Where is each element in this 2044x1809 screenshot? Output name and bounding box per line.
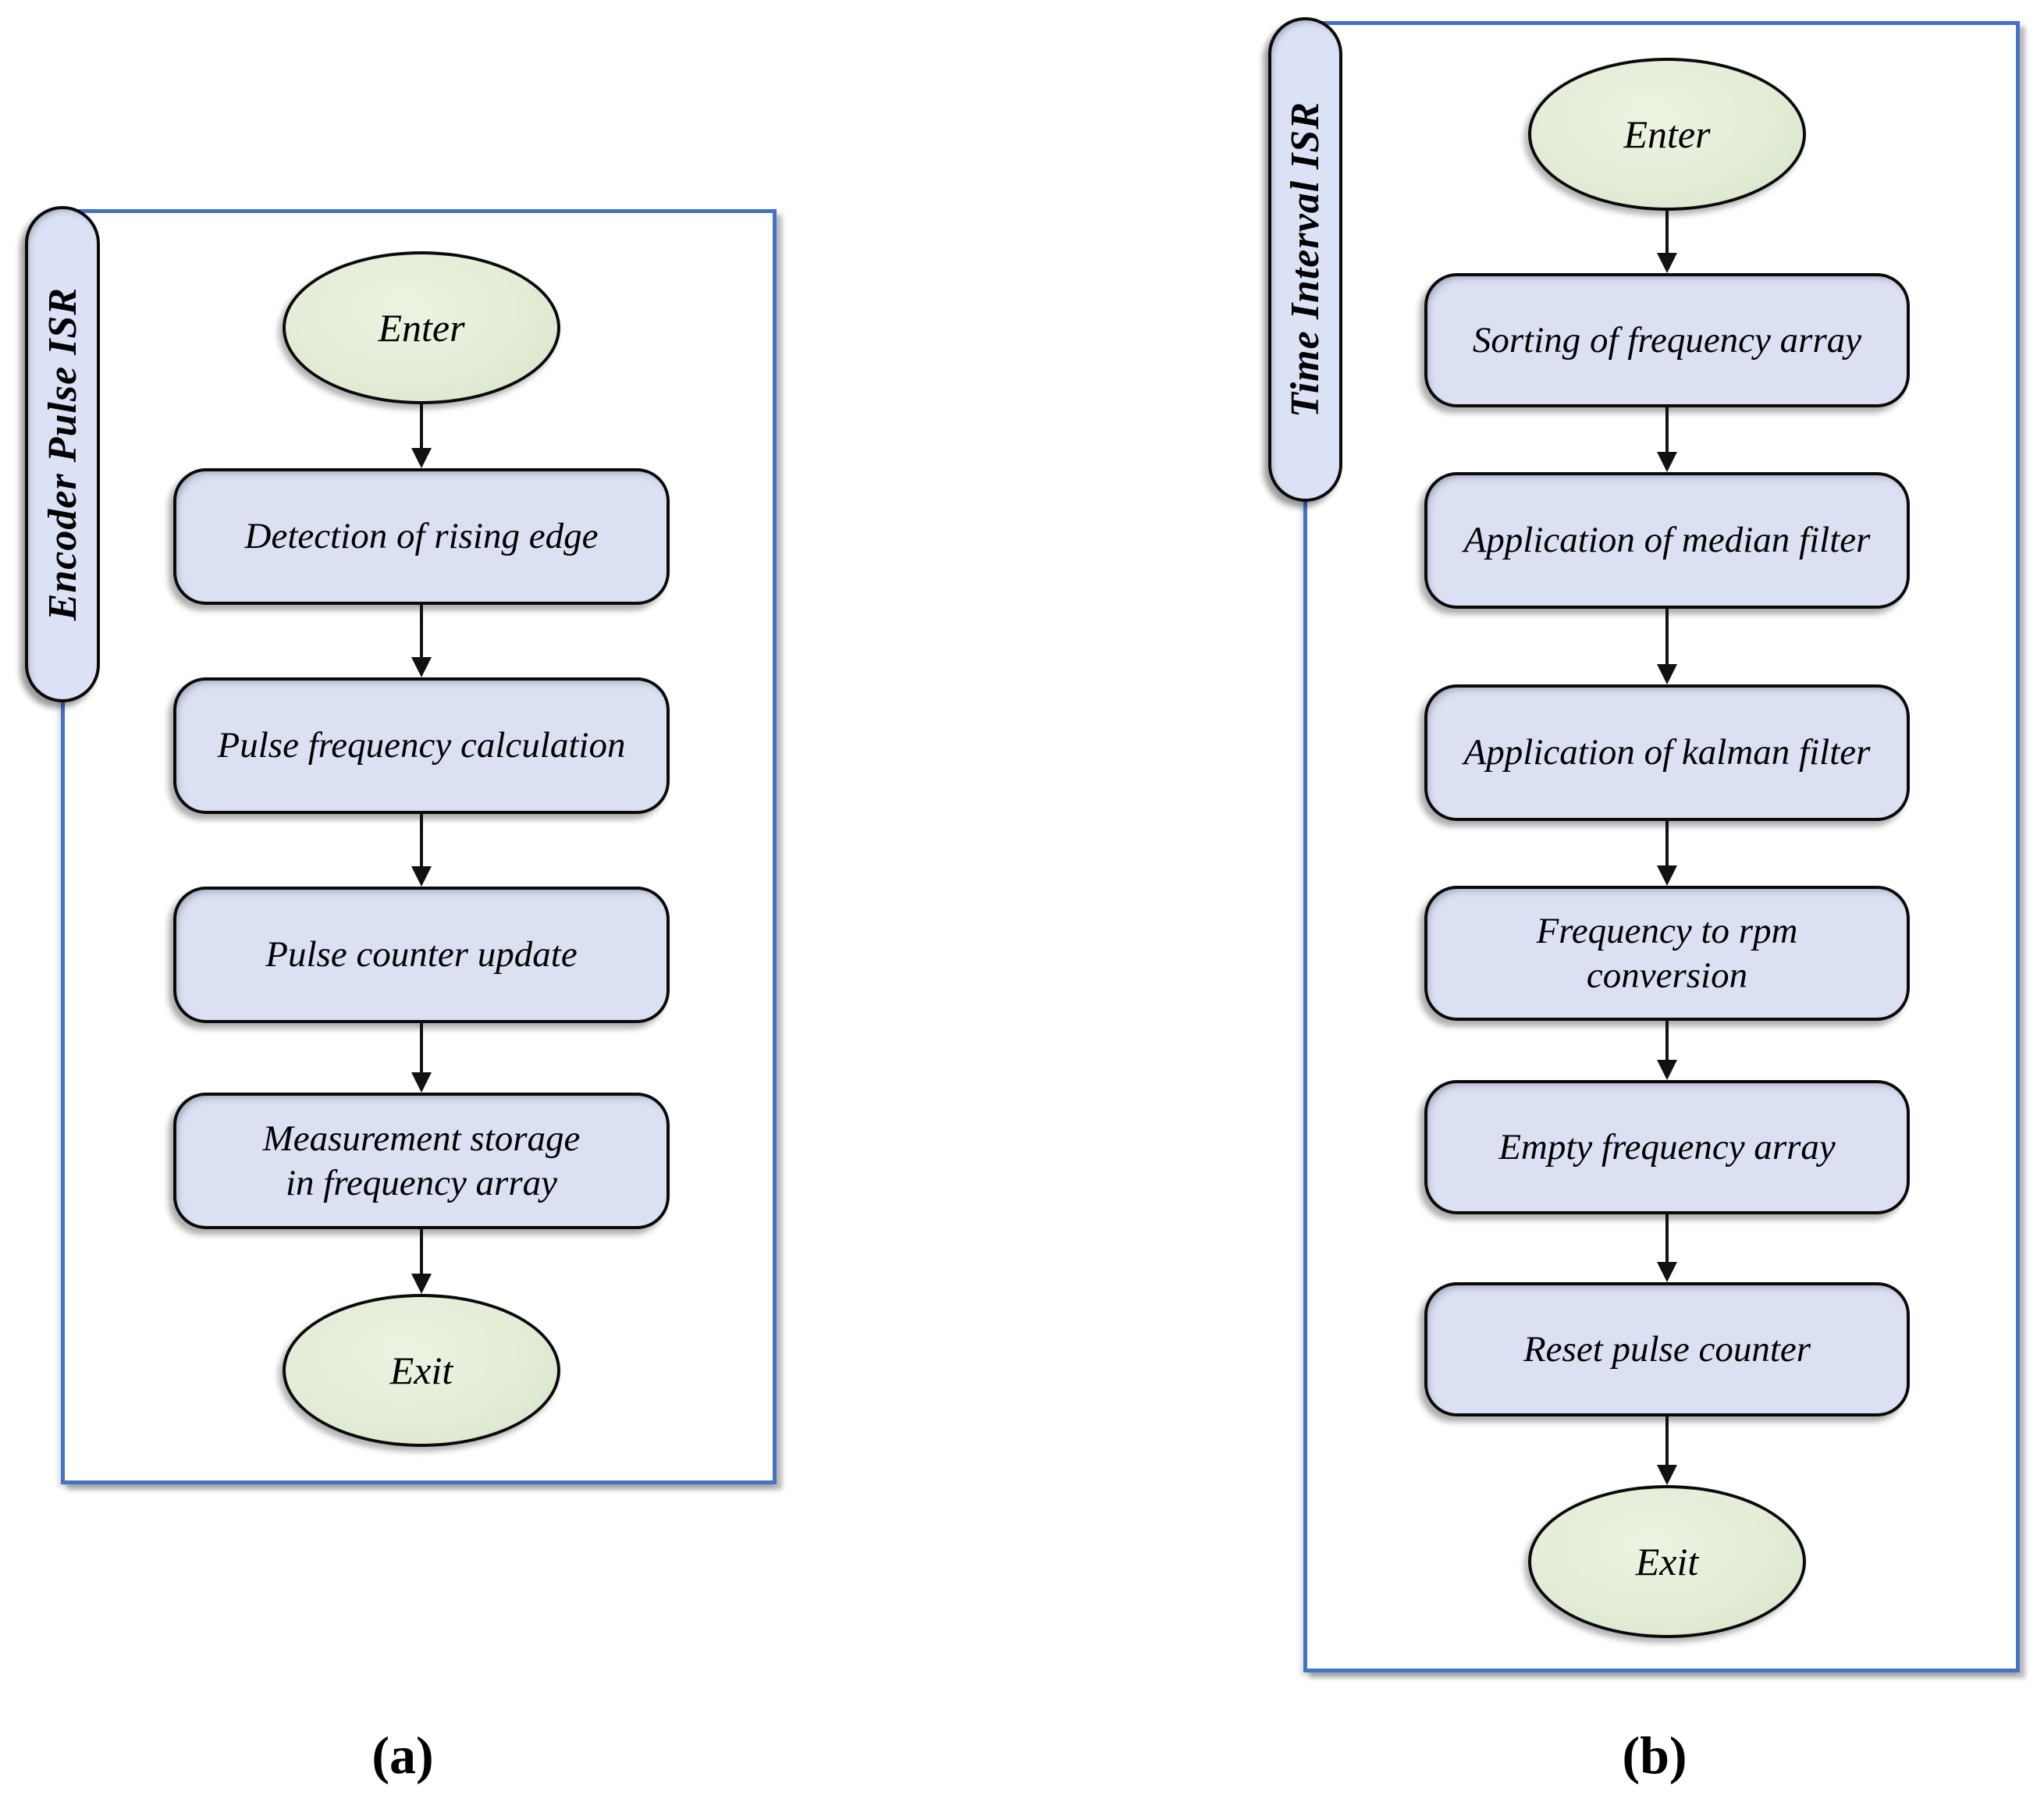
exit-node-a-label: Exit [389,1349,453,1392]
panel-b-frame [1303,21,2020,1672]
panel-a-caption: (a) [371,1725,434,1785]
exit-node-b-label: Exit [1635,1540,1699,1583]
arrow-down-icon [1655,1021,1679,1080]
step-label: Empty frequency array [1498,1126,1836,1167]
step-label: Reset pulse counter [1523,1328,1811,1370]
step-frequency-to-rpm: Frequency to rpm conversion [1424,886,1910,1021]
arrow-down-icon [410,814,433,887]
step-label: Frequency to rpm conversion [1536,911,1798,996]
exit-node-a: Exit [283,1294,560,1447]
step-detection-rising-edge: Detection of rising edge [173,468,670,605]
panel-a-side-label: Encoder Pulse ISR [40,287,85,621]
arrow-down-icon [1655,609,1679,684]
panel-a-side-label-pill: Encoder Pulse ISR [25,206,100,702]
panel-b-caption: (b) [1622,1725,1687,1785]
arrow-down-icon [410,1023,433,1093]
step-application-kalman-filter: Application of kalman filter [1424,684,1910,821]
enter-node-b: Enter [1528,58,1806,211]
step-empty-frequency-array: Empty frequency array [1424,1080,1910,1214]
arrow-down-icon [1655,211,1679,273]
enter-node-a-label: Enter [378,306,465,350]
enter-node-b-label: Enter [1623,112,1711,156]
step-pulse-counter-update: Pulse counter update [173,887,670,1023]
step-label: Detection of rising edge [244,516,599,557]
step-label: Pulse frequency calculation [217,725,626,766]
step-label: Measurement storage in frequency array [262,1118,581,1203]
panel-a-frame [61,209,777,1484]
arrow-down-icon [1655,821,1679,886]
step-measurement-storage: Measurement storage in frequency array [173,1093,670,1229]
step-label: Pulse counter update [265,934,578,976]
step-label: Application of kalman filter [1463,732,1871,773]
arrow-down-icon [1655,1416,1679,1485]
arrow-down-icon [410,404,433,468]
step-pulse-frequency-calculation: Pulse frequency calculation [173,677,670,814]
enter-node-a: Enter [283,251,560,404]
step-reset-pulse-counter: Reset pulse counter [1424,1282,1910,1416]
panel-b-side-label: Time Interval ISR [1283,101,1328,418]
step-sorting-frequency-array: Sorting of frequency array [1424,273,1910,407]
step-label: Sorting of frequency array [1472,319,1862,361]
arrow-down-icon [1655,1214,1679,1282]
panel-b-side-label-pill: Time Interval ISR [1268,17,1342,502]
arrow-down-icon [1655,407,1679,472]
step-label: Application of median filter [1463,520,1871,561]
exit-node-b: Exit [1528,1485,1806,1638]
arrow-down-icon [410,605,433,677]
step-application-median-filter: Application of median filter [1424,472,1910,609]
arrow-down-icon [410,1229,433,1294]
